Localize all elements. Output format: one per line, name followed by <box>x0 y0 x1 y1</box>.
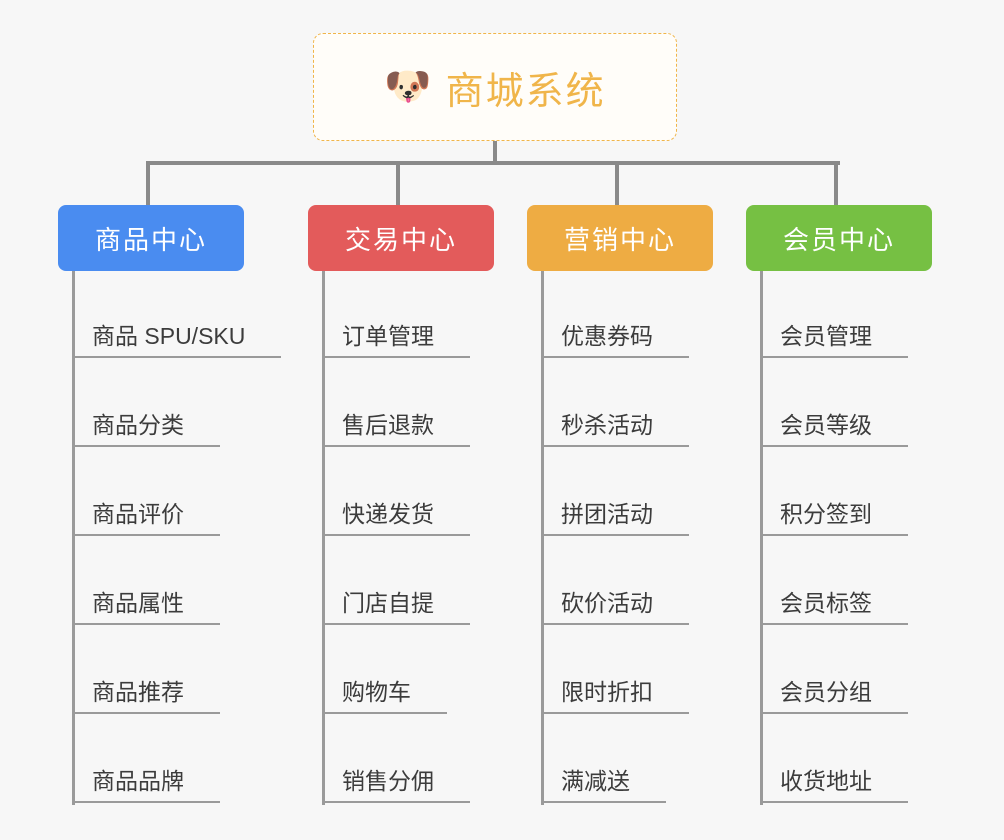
trunk-line-marketing-center <box>541 271 544 805</box>
child-item-label: 积分签到 <box>762 495 908 536</box>
child-list-member-center: 会员管理会员等级积分签到会员标签会员分组收货地址 <box>746 271 932 805</box>
child-item[interactable]: 购物车 <box>322 627 494 716</box>
child-item-label: 销售分佣 <box>324 762 470 803</box>
child-item-label: 商品推荐 <box>74 673 220 714</box>
child-item-label: 会员标签 <box>762 584 908 625</box>
child-item-label: 售后退款 <box>324 406 470 447</box>
connector-drop-trade-center <box>396 161 400 205</box>
column-marketing-center: 营销中心优惠券码秒杀活动拼团活动砍价活动限时折扣满减送 <box>527 205 713 805</box>
category-header-trade-center[interactable]: 交易中心 <box>308 205 494 271</box>
child-item[interactable]: 订单管理 <box>322 271 494 360</box>
child-item[interactable]: 售后退款 <box>322 360 494 449</box>
shiba-dog-emoji-icon: 🐶 <box>384 66 432 108</box>
child-item[interactable]: 满减送 <box>541 716 713 805</box>
child-item-label: 秒杀活动 <box>543 406 689 447</box>
child-item-label: 门店自提 <box>324 584 470 625</box>
child-item-label: 会员分组 <box>762 673 908 714</box>
child-item[interactable]: 积分签到 <box>760 449 932 538</box>
child-item-label: 满减送 <box>543 762 666 803</box>
trunk-line-member-center <box>760 271 763 805</box>
category-header-member-center[interactable]: 会员中心 <box>746 205 932 271</box>
child-item[interactable]: 商品属性 <box>72 538 244 627</box>
child-item[interactable]: 商品分类 <box>72 360 244 449</box>
child-item-label: 优惠券码 <box>543 317 689 358</box>
connector-drop-product-center <box>146 161 150 205</box>
category-header-label: 会员中心 <box>782 224 895 255</box>
category-header-product-center[interactable]: 商品中心 <box>58 205 244 271</box>
child-item[interactable]: 优惠券码 <box>541 271 713 360</box>
child-item-label: 商品品牌 <box>74 762 220 803</box>
child-item[interactable]: 商品品牌 <box>72 716 244 805</box>
child-item-label: 商品 SPU/SKU <box>74 317 282 358</box>
child-item-label: 购物车 <box>324 673 447 714</box>
column-product-center: 商品中心商品 SPU/SKU 商品分类商品评价商品属性商品推荐商品品牌 <box>58 205 282 805</box>
connector-drop-member-center <box>834 161 838 205</box>
trunk-line-trade-center <box>322 271 325 805</box>
trunk-line-product-center <box>72 271 75 805</box>
root-node[interactable]: 🐶 商城系统 <box>313 33 677 141</box>
connector-drop-marketing-center <box>615 161 619 205</box>
child-item-label: 限时折扣 <box>543 673 689 714</box>
child-item-label: 砍价活动 <box>543 584 689 625</box>
child-item[interactable]: 拼团活动 <box>541 449 713 538</box>
child-item[interactable]: 会员分组 <box>760 627 932 716</box>
child-item[interactable]: 秒杀活动 <box>541 360 713 449</box>
child-item-label: 拼团活动 <box>543 495 689 536</box>
child-item[interactable]: 会员标签 <box>760 538 932 627</box>
category-header-label: 交易中心 <box>344 224 457 255</box>
child-item-label: 会员管理 <box>762 317 908 358</box>
child-item[interactable]: 门店自提 <box>322 538 494 627</box>
category-header-marketing-center[interactable]: 营销中心 <box>527 205 713 271</box>
child-list-marketing-center: 优惠券码秒杀活动拼团活动砍价活动限时折扣满减送 <box>527 271 713 805</box>
root-node-title: 商城系统 <box>445 70 606 113</box>
child-item[interactable]: 会员等级 <box>760 360 932 449</box>
child-item[interactable]: 收货地址 <box>760 716 932 805</box>
child-list-trade-center: 订单管理售后退款快递发货门店自提购物车销售分佣 <box>308 271 494 805</box>
category-header-label: 商品中心 <box>94 224 207 255</box>
child-item[interactable]: 商品 SPU/SKU <box>72 271 282 360</box>
column-trade-center: 交易中心订单管理售后退款快递发货门店自提购物车销售分佣 <box>308 205 494 805</box>
column-member-center: 会员中心会员管理会员等级积分签到会员标签会员分组收货地址 <box>746 205 932 805</box>
child-item[interactable]: 商品推荐 <box>72 627 244 716</box>
child-item-label: 订单管理 <box>324 317 470 358</box>
child-item[interactable]: 会员管理 <box>760 271 932 360</box>
child-item[interactable]: 商品评价 <box>72 449 244 538</box>
connector-root-stem <box>493 141 497 163</box>
child-item[interactable]: 砍价活动 <box>541 538 713 627</box>
child-item-label: 快递发货 <box>324 495 470 536</box>
child-list-product-center: 商品 SPU/SKU 商品分类商品评价商品属性商品推荐商品品牌 <box>58 271 282 805</box>
connector-horizontal-bus <box>150 161 840 165</box>
child-item[interactable]: 限时折扣 <box>541 627 713 716</box>
child-item-label: 商品分类 <box>74 406 220 447</box>
child-item[interactable]: 销售分佣 <box>322 716 494 805</box>
child-item-label: 会员等级 <box>762 406 908 447</box>
child-item-label: 商品评价 <box>74 495 220 536</box>
child-item-label: 商品属性 <box>74 584 220 625</box>
child-item-label: 收货地址 <box>762 762 908 803</box>
category-header-label: 营销中心 <box>563 224 676 255</box>
child-item[interactable]: 快递发货 <box>322 449 494 538</box>
